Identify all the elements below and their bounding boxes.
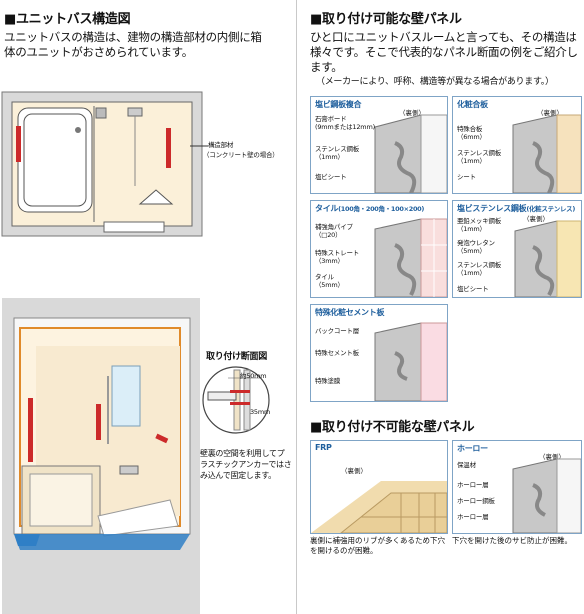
- panel-label-1: 特殊合板: [457, 125, 483, 133]
- panel-enclosure-plywood: 化粧合板 （裏側） 特殊合板 （6mm） ステンレス鋼板 （1mm） シート: [452, 96, 582, 194]
- callout-structure-label: 構造部材: [208, 141, 234, 149]
- panel-label-2: （1mm）: [457, 225, 486, 233]
- detail-caption: 壁裏の空間を利用してプラスチックアンカーではさみ込んで固定します。: [200, 449, 292, 480]
- panel-label-3: ステンレス鋼板: [457, 149, 502, 157]
- right-heading-possible: ■取り付け可能な壁パネル: [310, 12, 462, 27]
- panel-side-label: （裏側）: [539, 453, 565, 461]
- panel-label-3: 発泡ウレタン: [457, 239, 495, 247]
- column-divider: [296, 0, 297, 614]
- panel-label-3: ホーロー鋼板: [457, 497, 495, 505]
- detail-title: 取り付け断面図: [206, 352, 267, 362]
- panel-label-4: （3mm）: [315, 257, 344, 265]
- panel-title: 化粧合板: [457, 100, 488, 109]
- panel-side-label: （裏側）: [523, 215, 549, 223]
- interior-view-diagram: [2, 298, 200, 614]
- panel-title: 塩ビ鋼板複合: [315, 100, 362, 109]
- panel-label-3: ステンレス鋼板: [315, 145, 360, 153]
- callout-structure-sub: （コンクリート壁の場合）: [203, 151, 279, 159]
- left-heading: ■ユニットバス構造図: [4, 12, 131, 27]
- panel-label-1: バックコート層: [315, 327, 360, 335]
- panel-enclosure-vinyl-stainless: 塩ビステンレス鋼板(化粧ステンレス) （裏側） 亜鉛メッキ鋼板 （1mm） 発泡…: [452, 200, 582, 298]
- panel-label-6: （1mm）: [457, 269, 486, 277]
- panel-label-6: （5mm）: [315, 281, 344, 289]
- frp-caption: 裏側に補強用のリブが多くあるため下穴を開けるのが困難。: [310, 536, 445, 555]
- panel-label-4: （5mm）: [457, 247, 486, 255]
- panel-label-5: 塩ビシート: [315, 173, 347, 181]
- panel-label-4: ホーロー層: [457, 513, 489, 521]
- dim-35mm: 35mm: [250, 408, 271, 416]
- panel-label-2: （6mm）: [457, 133, 486, 141]
- panel-enclosure-enamel: ホーロー （裏側） 保温材 ホーロー層 ホーロー鋼板 ホーロー層: [452, 440, 582, 534]
- panel-label-4: （1mm）: [315, 153, 344, 161]
- panel-label-4: （1mm）: [457, 157, 486, 165]
- panel-label-2: （□20）: [315, 231, 342, 239]
- panel-label-2: ホーロー層: [457, 481, 489, 489]
- dim-50mm: 約50mm: [240, 372, 267, 380]
- panel-label-7: 塩ビシート: [457, 285, 489, 293]
- plan-view-diagram: [1, 91, 208, 237]
- panel-title: FRP: [315, 443, 332, 452]
- panel-label-5: タイル: [315, 273, 334, 281]
- panel-title: 特殊化粧セメント板: [315, 308, 385, 317]
- panel-label-2: 特殊セメント板: [315, 349, 359, 357]
- panel-label-3: 特殊塗膜: [315, 377, 341, 385]
- panel-enclosure-tile: タイル(100角・200角・100×200) 補強角パイプ （□20） 特殊スト…: [310, 200, 448, 298]
- enamel-caption: 下穴を開けた後のサビ防止が困難。: [452, 536, 572, 545]
- right-heading-impossible: ■取り付け不可能な壁パネル: [310, 420, 475, 435]
- left-body: ユニットバスの構造は、建物の構造部材の内側に箱体のユニットがおさめられています。: [4, 30, 262, 59]
- panel-label-1: 亜鉛メッキ鋼板: [457, 217, 502, 225]
- panel-enclosure-cement: 特殊化粧セメント板 バックコート層 特殊セメント板 特殊塗膜: [310, 304, 448, 402]
- panel-title: 塩ビステンレス鋼板(化粧ステンレス): [457, 204, 576, 213]
- panel-enclosure-vinyl-steel: 塩ビ鋼板複合 （裏側） 石膏ボード (9mmまたは12mm) ステンレス鋼板 （…: [310, 96, 448, 194]
- panel-side-label: （裏側）: [537, 109, 563, 117]
- panel-side-label: （裏側）: [341, 467, 367, 475]
- panel-enclosure-frp: FRP （裏側）: [310, 440, 448, 534]
- right-body: ひと口にユニットバスルームと言っても、その構造は様々です。そこで代表的なパネル断…: [310, 30, 578, 74]
- panel-title: ホーロー: [457, 444, 488, 453]
- panel-label-1: 補強角パイプ: [315, 223, 353, 231]
- right-note: （メーカーにより、呼称、構造等が異なる場合があります。）: [316, 77, 554, 87]
- panel-label-3: 特殊ストレート: [315, 249, 360, 257]
- panel-title: タイル(100角・200角・100×200): [315, 204, 425, 213]
- panel-label-1: 石膏ボード: [315, 115, 347, 123]
- panel-label-1: 保温材: [457, 461, 476, 469]
- panel-label-2: (9mmまたは12mm): [315, 123, 375, 131]
- panel-label-5: ステンレス鋼板: [457, 261, 502, 269]
- panel-side-label: （裏側）: [399, 109, 425, 117]
- panel-label-5: シート: [457, 173, 476, 181]
- mounting-detail-diagram: [202, 366, 270, 434]
